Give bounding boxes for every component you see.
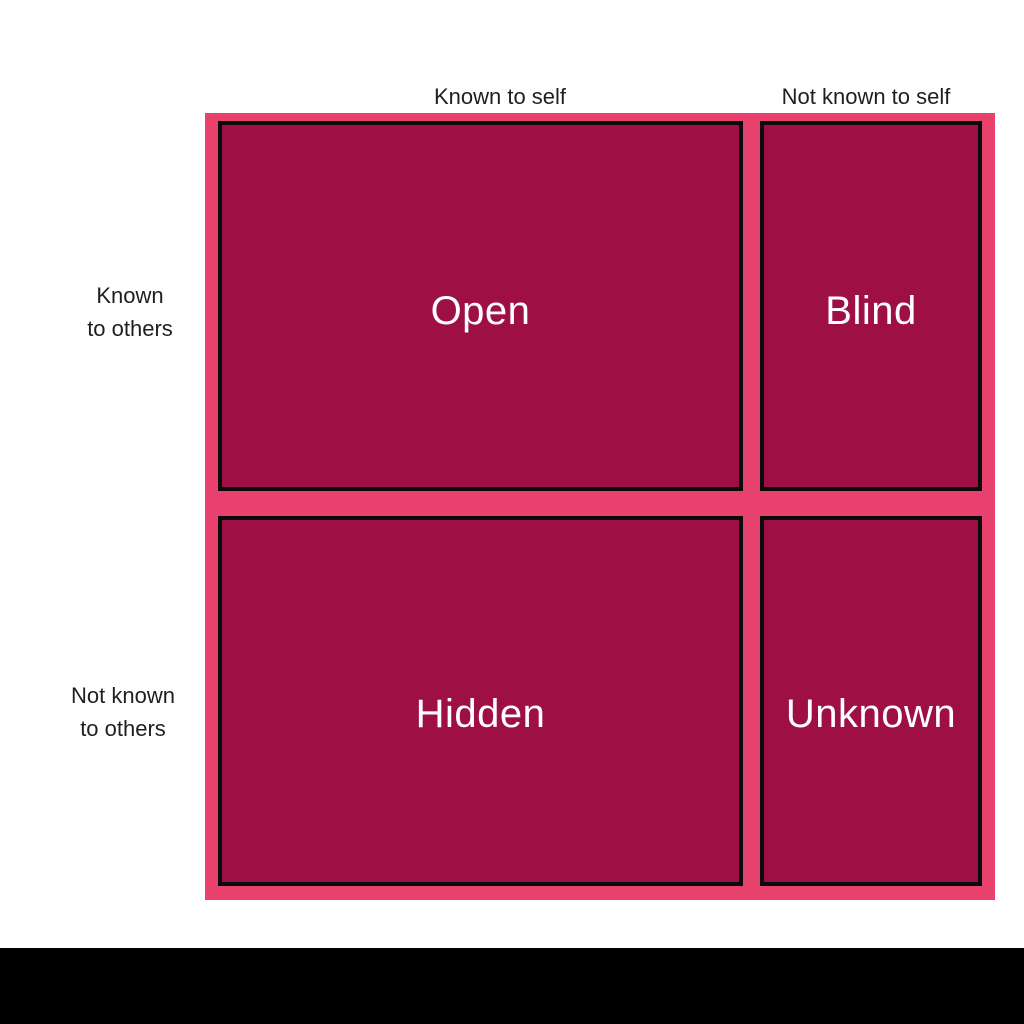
quadrant-open: Open <box>218 121 743 491</box>
quadrant-unknown-label: Unknown <box>785 692 957 736</box>
quadrant-grid-frame: Open Blind Hidden Unknown <box>205 113 995 900</box>
quadrant-hidden: Hidden <box>218 516 743 886</box>
row-header-known-to-others: Known to others <box>87 283 173 341</box>
row-header-not-known-to-others: Not known to others <box>71 683 175 741</box>
quadrant-hidden-label: Hidden <box>415 692 546 736</box>
column-header-not-known-to-self: Not known to self <box>781 84 951 109</box>
quadrant-blind-label: Blind <box>825 289 917 333</box>
quadrant-blind: Blind <box>760 121 982 491</box>
quadrant-open-label: Open <box>430 289 531 333</box>
quadrant-unknown: Unknown <box>760 516 982 886</box>
bottom-black-bar <box>0 948 1024 1024</box>
column-header-known-to-self: Known to self <box>433 84 567 109</box>
